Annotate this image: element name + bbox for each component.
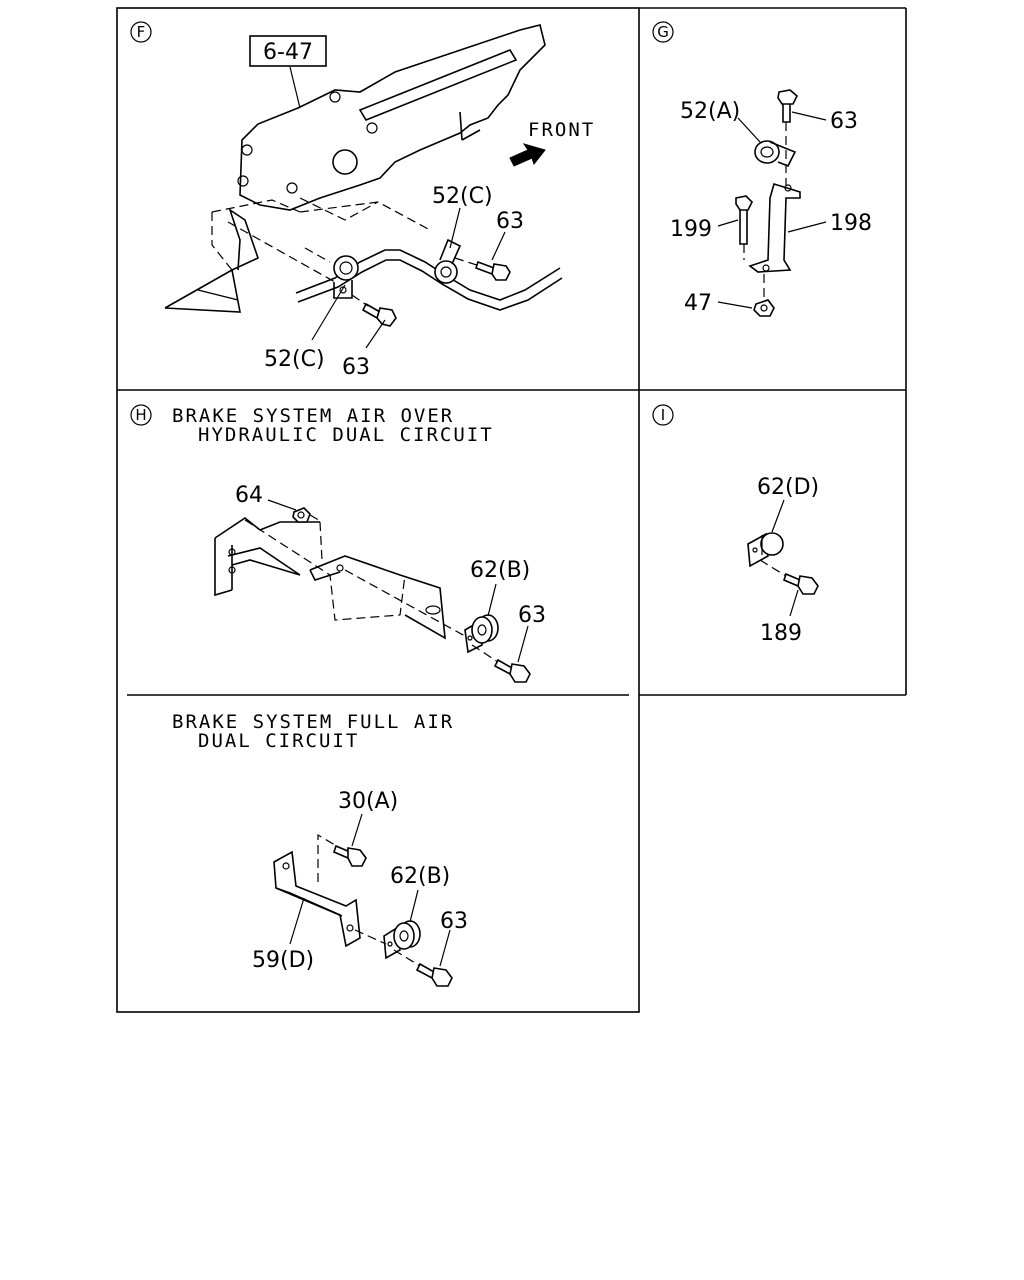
nut-64 xyxy=(292,507,323,523)
bolt-63-lower xyxy=(351,294,397,327)
callout-30a: 30(A) xyxy=(338,789,398,814)
callout-52c-lower: 52(C) xyxy=(264,347,325,372)
callout-62b-h: 62(B) xyxy=(470,558,530,583)
panel-f-marker: F xyxy=(130,21,152,43)
bolt-199 xyxy=(735,195,753,260)
svg-text:H: H xyxy=(135,406,146,424)
ref-box-6-47: 6-47 xyxy=(249,35,327,67)
panel-f: F 6-47 xyxy=(130,21,595,380)
callout-52a: 52(A) xyxy=(680,99,740,124)
callout-63-h: 63 xyxy=(518,603,546,628)
callout-198: 198 xyxy=(830,211,872,236)
clip-62b-h xyxy=(464,614,499,654)
callout-52c-upper: 52(C) xyxy=(432,184,493,209)
clip-52c-lower xyxy=(333,255,359,299)
panel-h-title-line1: BRAKE SYSTEM AIR OVER xyxy=(172,405,454,427)
panel-g: G xyxy=(652,21,872,317)
bolt-63-g xyxy=(777,89,798,186)
panel-h2-title-line2: DUAL CIRCUIT xyxy=(198,730,359,752)
panel-i-marker: I xyxy=(652,404,674,426)
callout-63-h2: 63 xyxy=(440,909,468,934)
panel-h-marker: H xyxy=(130,404,152,426)
svg-text:FRONT: FRONT xyxy=(528,119,595,141)
panel-h: H BRAKE SYSTEM AIR OVER HYDRAULIC DUAL C… xyxy=(130,404,546,683)
clip-62d xyxy=(747,532,784,568)
callout-63-upper: 63 xyxy=(496,209,524,234)
panel-h2-title-line1: BRAKE SYSTEM FULL AIR xyxy=(172,711,454,733)
callout-64: 64 xyxy=(235,483,263,508)
clip-62b-h2 xyxy=(383,920,421,960)
front-arrow: FRONT xyxy=(509,119,595,167)
callout-189: 189 xyxy=(760,621,802,646)
svg-text:F: F xyxy=(137,23,146,41)
callout-62b-h2: 62(B) xyxy=(390,864,450,889)
panel-frames xyxy=(116,7,907,1013)
bolt-30a xyxy=(333,844,367,867)
callout-199: 199 xyxy=(670,217,712,242)
svg-text:I: I xyxy=(661,406,665,424)
callout-63-g: 63 xyxy=(830,109,858,134)
panel-h2: BRAKE SYSTEM FULL AIR DUAL CIRCUIT xyxy=(172,711,468,987)
panel-h-title-line2: HYDRAULIC DUAL CIRCUIT xyxy=(198,424,494,446)
clip-52a xyxy=(754,140,797,168)
bracket-59d xyxy=(273,850,361,948)
callout-59d: 59(D) xyxy=(252,948,314,973)
bolt-63-upper xyxy=(454,257,511,281)
bracket-198 xyxy=(748,182,801,273)
bolt-63-h2 xyxy=(393,949,453,987)
nut-47 xyxy=(753,274,775,317)
bolt-63-h xyxy=(471,644,531,683)
panel-i: I 62(D) 189 xyxy=(652,404,819,646)
callout-62d: 62(D) xyxy=(757,475,819,500)
clip-52c-upper xyxy=(434,238,462,284)
callout-47: 47 xyxy=(684,291,712,316)
callout-63-lower: 63 xyxy=(342,355,370,380)
bolt-189 xyxy=(759,559,819,595)
panel-g-marker: G xyxy=(652,21,674,43)
svg-text:6-47: 6-47 xyxy=(263,40,313,65)
svg-text:G: G xyxy=(657,23,669,41)
